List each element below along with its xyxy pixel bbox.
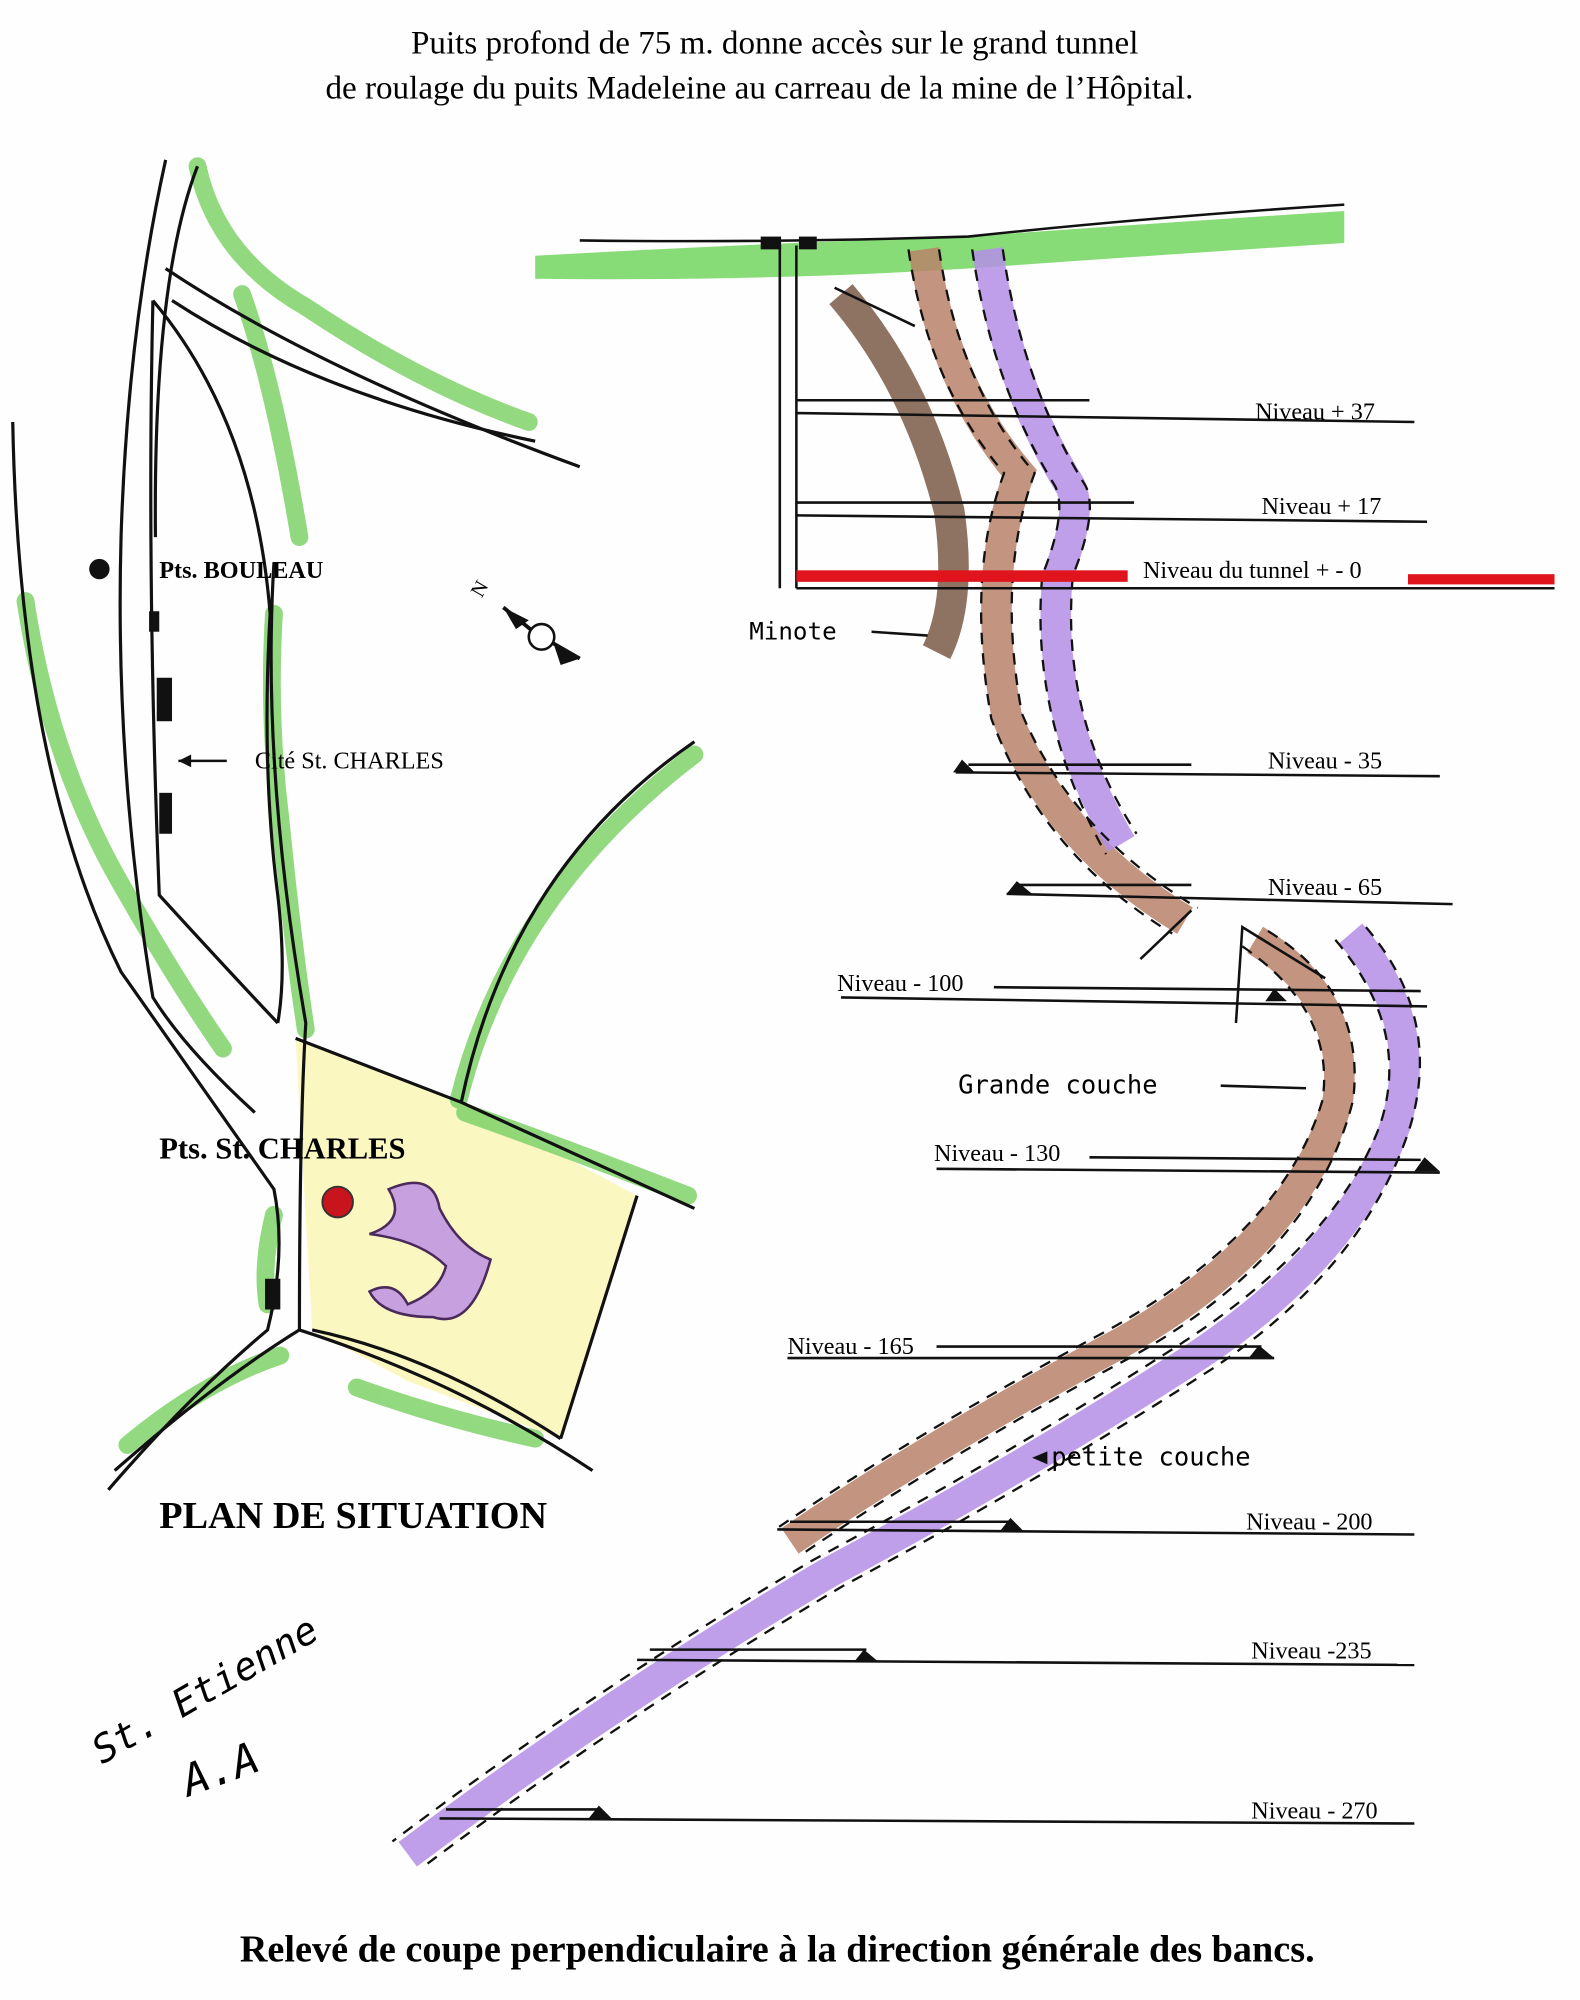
fault-mark-2 — [1234, 924, 1326, 1024]
surface-ground — [535, 210, 1345, 280]
level-label: Niveau + 17 — [1261, 493, 1381, 520]
seam-outlines — [391, 249, 1421, 1868]
level-label: Niveau - 35 — [1268, 748, 1382, 775]
spoil-heap — [367, 1181, 493, 1321]
level-label: Niveau - 200 — [1246, 1508, 1372, 1535]
level-labels: Niveau + 37 Niveau + 17 Niveau du tunnel… — [787, 398, 1382, 1824]
arrow-petite-couche — [1032, 1451, 1048, 1465]
seam-grande-upper — [908, 247, 1193, 934]
roads — [11, 159, 696, 1491]
well-st-charles-marker — [321, 1185, 354, 1219]
svg-text:A.A: A.A — [172, 1733, 265, 1808]
signature: St. Etienne A.A — [84, 1607, 326, 1808]
arrow-grande-couche — [1220, 1084, 1307, 1090]
tunnel-red-right — [1407, 574, 1555, 585]
title-line-1: Puits profond de 75 m. donne accès sur l… — [411, 25, 1138, 62]
label-petite-couche: petite couche — [1051, 1442, 1250, 1472]
shaft — [760, 236, 817, 589]
houses — [149, 611, 281, 1310]
fault-mark — [1139, 909, 1193, 961]
well-bouleau-marker — [89, 558, 110, 580]
level-label: Niveau - 130 — [934, 1140, 1060, 1167]
level-label: Niveau - 65 — [1268, 874, 1382, 901]
compass-icon: N — [467, 577, 581, 665]
label-cite-st-charles: Cité St. CHARLES — [255, 748, 444, 775]
caption: Relevé de coupe perpendiculaire à la dir… — [240, 1929, 1315, 1971]
level-label: Niveau -235 — [1251, 1638, 1371, 1665]
surface-line — [579, 203, 1345, 243]
minote-top-mark — [834, 286, 916, 328]
cross-section: Niveau + 37 Niveau + 17 Niveau du tunnel… — [391, 203, 1555, 1868]
seam-petite-upper — [972, 247, 1135, 852]
level-label: Niveau + 37 — [1255, 398, 1375, 425]
label-minote: Minote — [749, 616, 836, 645]
arrow-head — [178, 754, 192, 768]
level-lines — [439, 398, 1555, 1825]
seam-petite-lower — [398, 923, 1420, 1867]
seam-grande-lower — [781, 926, 1355, 1554]
level-label: Niveau - 100 — [837, 970, 963, 997]
level-label: Niveau - 270 — [1251, 1797, 1377, 1824]
level-label: Niveau - 165 — [787, 1333, 913, 1360]
compass-north-label: N — [467, 577, 494, 601]
level-mounds — [588, 759, 1440, 1819]
label-grande-couche: Grande couche — [958, 1070, 1157, 1100]
label-pts-bouleau: Pts. BOULEAU — [159, 557, 323, 584]
level-label: Niveau du tunnel + - 0 — [1143, 557, 1362, 584]
label-pts-st-charles: Pts. St. CHARLES — [159, 1132, 405, 1166]
map-title: PLAN DE SITUATION — [159, 1495, 547, 1537]
site-area — [295, 1038, 638, 1439]
situation-map: Pts. BOULEAU Cité St. CHARLES Pts. St. C… — [11, 157, 704, 1537]
arrow-minote — [871, 630, 928, 637]
title-line-2: de roulage du puits Madeleine au carreau… — [325, 69, 1193, 106]
tunnel-red-left — [796, 570, 1128, 582]
